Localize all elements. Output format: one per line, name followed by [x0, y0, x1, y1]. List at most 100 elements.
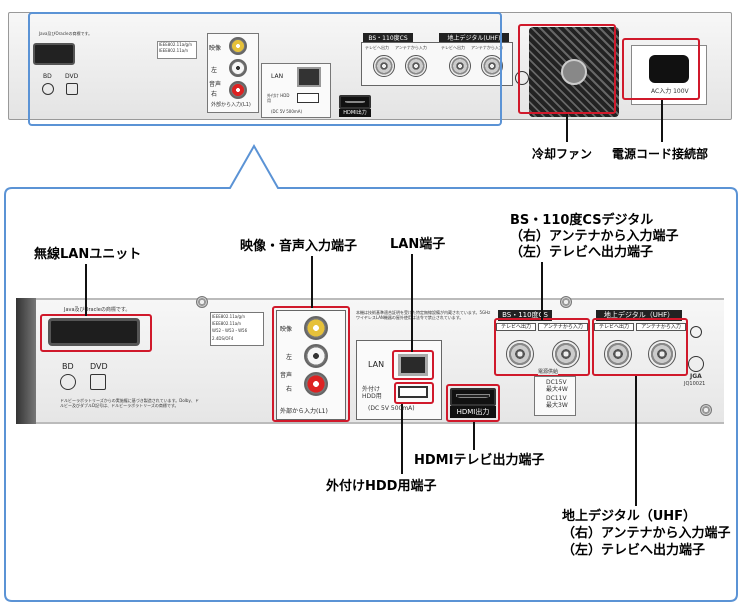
dvd-icon-detail: [90, 374, 106, 390]
hdd-power-detail: (DC 5V 500mA): [368, 405, 415, 412]
av-input-callout: 映像・音声入力端子: [240, 239, 358, 254]
av-audio-detail: 音声: [280, 372, 293, 379]
dvd-label-detail: DVD: [90, 362, 108, 371]
fan-callout: 冷却ファン: [532, 147, 593, 161]
hdmi-port-detail[interactable]: [450, 388, 496, 406]
audio-right-jack-detail[interactable]: [304, 372, 328, 396]
power-callout-line: [661, 100, 663, 142]
terr-out-jack-detail[interactable]: [604, 340, 632, 368]
hdd-label-detail: 外付け HDD用: [362, 386, 382, 400]
fan-highlight: [518, 24, 616, 114]
ext-hdd-line: [401, 404, 403, 474]
java-notice-detail: Java及びOracleの商標です。: [64, 307, 131, 313]
lan-port[interactable]: [297, 67, 321, 87]
jq-label: JQ10021: [684, 381, 706, 387]
lan-highlight: [392, 350, 434, 380]
audio-left-jack[interactable]: [229, 59, 247, 77]
terr-callout-2: （右）アンテナから入力端子: [562, 526, 731, 541]
av-input-line: [311, 256, 313, 308]
terr-from-ant-detail: アンテナから入力: [636, 323, 686, 331]
video-jack-detail[interactable]: [304, 316, 328, 340]
java-notice: Java及びOracleの商標です。: [39, 31, 93, 36]
fan-callout-line: [566, 114, 568, 142]
jga-label: JGA: [690, 373, 702, 380]
usb-port-detail[interactable]: [398, 386, 428, 398]
usb-highlight: [394, 382, 434, 404]
terr-line: [635, 376, 637, 506]
lan-label-detail: LAN: [368, 360, 385, 369]
hdmi-label: HDMI出力: [339, 109, 371, 117]
lan-label: LAN: [271, 73, 284, 80]
hdd-label: 外付け HDD用: [267, 93, 290, 103]
audio-left-jack-detail[interactable]: [304, 344, 328, 368]
terr-out-jack[interactable]: [449, 55, 471, 77]
ext-input-label: 外部から入力(L1): [211, 102, 251, 108]
bs-to-tv: テレビへ出力: [365, 45, 389, 50]
bs-callout-1: BS・110度CSデジタル: [510, 213, 654, 228]
bs-in-jack-detail[interactable]: [552, 340, 580, 368]
std-plate-detail: [210, 312, 264, 346]
lan-port-detail[interactable]: [398, 354, 428, 376]
bs-from-ant-detail: アンテナから入力: [538, 323, 588, 331]
bs-out-jack[interactable]: [373, 55, 395, 77]
ac-inlet[interactable]: [649, 55, 689, 83]
wireless-lan-unit-detail: [48, 318, 140, 346]
bs-highlight: [494, 318, 590, 376]
terr-to-tv: テレビへ出力: [441, 45, 465, 50]
fan-hub: [561, 59, 587, 85]
lan-hdd-panel-detail: [356, 340, 442, 420]
dvd-icon: [66, 83, 78, 95]
hdmi-highlight: [446, 384, 500, 422]
band-detail: 2.4DS/OF4: [212, 336, 234, 341]
av-left-label: 左: [211, 67, 218, 74]
screw-2: [560, 296, 572, 308]
hdmi-port[interactable]: [339, 95, 371, 109]
power-supply-label: 電源供給: [538, 369, 559, 375]
bd-icon-detail: [60, 374, 76, 390]
std2-detail: IEEE802.11a/n: [212, 321, 242, 326]
std-plate: [157, 41, 197, 59]
recycle-mark: [690, 326, 702, 338]
bd-icon: [42, 83, 54, 95]
detail-area-box: [28, 12, 502, 126]
bs-in-jack[interactable]: [405, 55, 427, 77]
bs-tab: BS・110度CS: [363, 33, 413, 42]
terr-to-tv-detail: テレビへ出力: [594, 323, 634, 331]
max3w-label: 最大3W: [546, 402, 568, 409]
usb-port[interactable]: [297, 93, 319, 103]
ext-hdd-callout: 外付けHDD用端子: [326, 479, 437, 494]
audio-right-jack[interactable]: [229, 81, 247, 99]
terr-callout-1: 地上デジタル（UHF）: [562, 509, 697, 524]
hdmi-label-detail: HDMI出力: [450, 406, 496, 418]
av-audio-label: 音声: [209, 81, 222, 88]
lan-port-callout: LAN端子: [390, 237, 446, 252]
std1-detail: IEEE802.11a/g/n: [212, 314, 245, 319]
bs-out-jack-detail[interactable]: [506, 340, 534, 368]
bs-tab-detail: BS・110度CS: [498, 310, 552, 321]
panel-edge: [16, 298, 36, 424]
dolby-note: ドルビーラボラトリーズからの実施権に基づき製造されています。Dolby、ドルビー…: [60, 398, 199, 408]
ac-label: AC入力 100V: [651, 88, 689, 95]
hdmi-line: [473, 422, 475, 450]
power-highlight: [622, 38, 700, 100]
terr-callout-3: （左）テレビへ出力端子: [562, 543, 706, 558]
screw-1: [196, 296, 208, 308]
terr-highlight: [592, 318, 688, 376]
bs-line: [541, 262, 543, 320]
bs-from-ant: アンテナから入力: [395, 45, 427, 50]
av-video-detail: 映像: [280, 326, 293, 333]
wireless-lan-highlight: [40, 314, 152, 352]
terr-tab-detail: 地上デジタル（UHF）: [596, 310, 682, 321]
std2-label: IEEE802.11a/n: [159, 48, 189, 53]
terr-in-jack[interactable]: [481, 55, 503, 77]
recorder-rear-overview: Java及びOracleの商標です。 BD DVD IEEE802.11a/g/…: [8, 12, 732, 120]
ext-input-detail: 外部から入力(L1): [280, 408, 328, 415]
video-jack[interactable]: [229, 37, 247, 55]
notice-text: 本機は技術基準適合証明を受けた特定無線設備が内蔵されています。5GHzワイヤレス…: [356, 310, 491, 320]
bd-label: BD: [43, 73, 52, 80]
terr-in-jack-detail[interactable]: [648, 340, 676, 368]
av-input-highlight: [272, 306, 350, 422]
terr-tab: 地上デジタル(UHF): [439, 33, 509, 42]
bs-to-tv-detail: テレビへ出力: [496, 323, 536, 331]
av-right-detail: 右: [286, 386, 293, 393]
